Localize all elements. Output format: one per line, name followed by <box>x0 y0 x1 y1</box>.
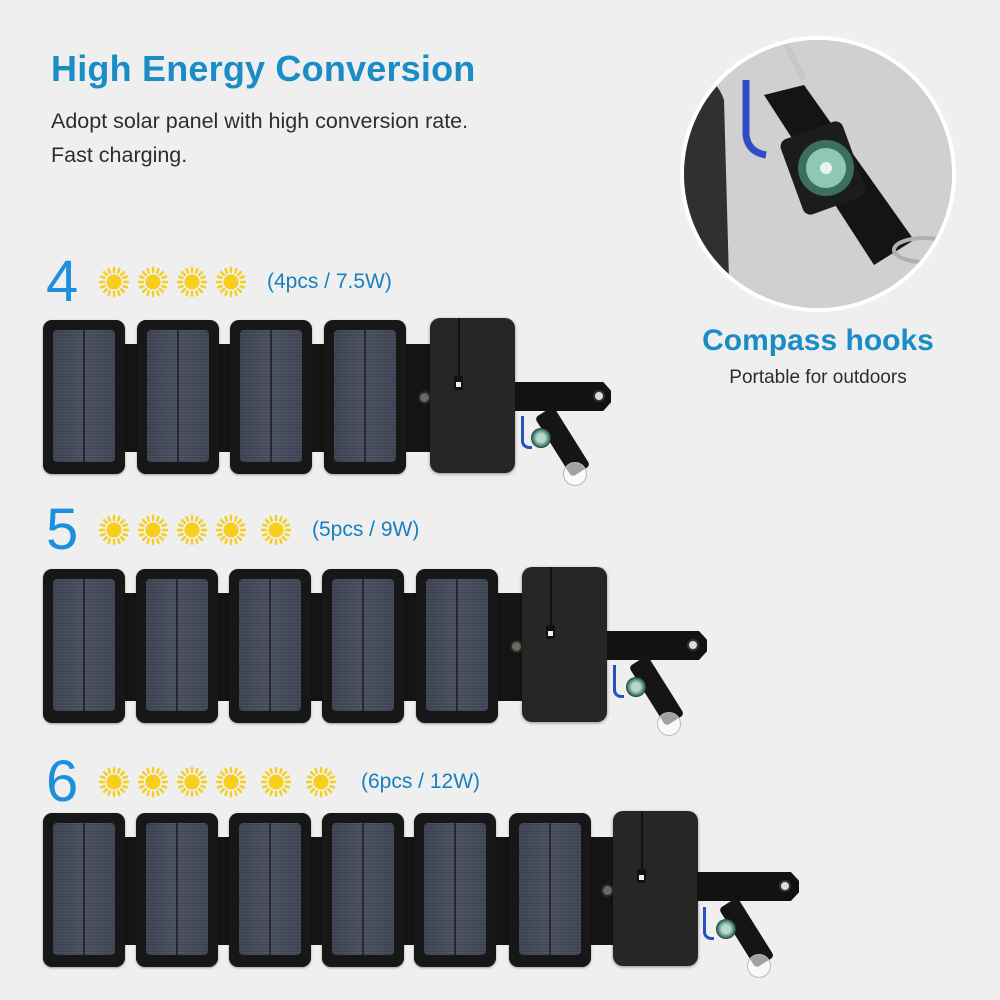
usb-cable <box>550 567 552 625</box>
sun-icon <box>176 514 208 546</box>
option-6-header: 6 (6pcs / 12W) <box>46 752 480 812</box>
sun-icon <box>98 266 130 298</box>
feature-title: Compass hooks <box>702 324 934 357</box>
sun-rating <box>98 766 337 798</box>
usb-cable <box>641 811 643 869</box>
sun-icon <box>215 514 247 546</box>
subtitle-line-1: Adopt solar panel with high conversion r… <box>51 109 469 133</box>
solar-panel <box>229 813 311 967</box>
sun-icon <box>260 514 292 546</box>
compass-icon <box>716 919 736 939</box>
solar-panel <box>324 320 406 474</box>
compass-icon <box>626 677 646 697</box>
solar-panel <box>416 569 498 723</box>
option-count: 4 <box>46 249 79 314</box>
solar-panel <box>230 320 312 474</box>
compass-icon <box>531 428 551 448</box>
usb-plug-icon <box>546 625 555 639</box>
solar-panel <box>322 813 404 967</box>
key-ring-icon <box>657 712 681 736</box>
solar-panel <box>43 813 125 967</box>
sun-icon <box>260 766 292 798</box>
carabiner-icon <box>703 907 714 940</box>
compass-hook-image <box>680 36 956 312</box>
sun-icon <box>98 766 130 798</box>
velcro-strap <box>697 872 799 901</box>
usb-plug-icon <box>637 869 646 883</box>
solar-panel-4pcs-image <box>43 318 613 486</box>
solar-panel <box>229 569 311 723</box>
solar-panel-6pcs-image <box>43 811 803 978</box>
usb-cable <box>458 318 460 376</box>
compass-hook-illustration <box>684 40 952 308</box>
usb-controller-box <box>613 811 698 966</box>
velcro-strap <box>607 631 707 660</box>
solar-panel <box>43 320 125 474</box>
page-subtitle: Adopt solar panel with high conversion r… <box>51 104 468 172</box>
solar-panel <box>137 320 219 474</box>
solar-panel <box>136 813 218 967</box>
option-spec: (5pcs / 9W) <box>312 518 420 541</box>
solar-panel <box>322 569 404 723</box>
option-count: 5 <box>46 497 79 562</box>
option-4-header: 4 (4pcs / 7.5W) <box>46 252 392 312</box>
option-count: 6 <box>46 749 79 814</box>
option-5-header: 5 (5pcs / 9W) <box>46 500 419 560</box>
usb-controller-box <box>430 318 515 473</box>
sun-icon <box>137 266 169 298</box>
solar-panel <box>414 813 496 967</box>
usb-plug-icon <box>454 376 463 390</box>
page-title: High Energy Conversion <box>51 48 476 89</box>
key-ring-icon <box>563 462 587 486</box>
sun-icon <box>137 514 169 546</box>
sun-icon <box>305 766 337 798</box>
subtitle-line-2: Fast charging. <box>51 143 188 167</box>
sun-icon <box>137 766 169 798</box>
sun-icon <box>98 514 130 546</box>
sun-rating <box>98 266 247 298</box>
carabiner-icon <box>521 416 532 449</box>
solar-panel <box>509 813 591 967</box>
sun-icon <box>215 266 247 298</box>
option-spec: (4pcs / 7.5W) <box>267 270 392 293</box>
sun-icon <box>215 766 247 798</box>
key-ring-icon <box>747 954 771 978</box>
velcro-strap <box>515 382 611 411</box>
sun-icon <box>176 766 208 798</box>
carabiner-icon <box>613 665 624 698</box>
solar-panel <box>136 569 218 723</box>
usb-controller-box <box>522 567 607 722</box>
solar-panel <box>43 569 125 723</box>
solar-panel-5pcs-image <box>43 567 713 736</box>
sun-icon <box>176 266 208 298</box>
sun-rating <box>98 514 292 546</box>
option-spec: (6pcs / 12W) <box>361 770 481 793</box>
feature-subtitle: Portable for outdoors <box>729 367 907 388</box>
